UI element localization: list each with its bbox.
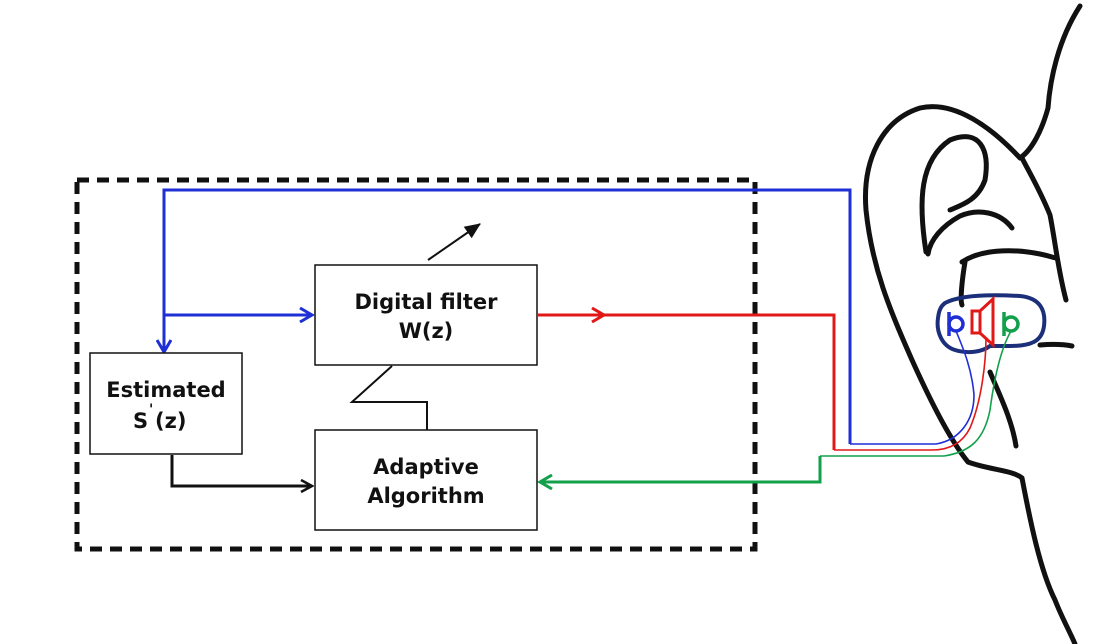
- adaptive-label: Adaptive: [373, 455, 479, 479]
- digital-filter-label: Digital filter: [355, 290, 499, 314]
- adaptive-arrow: [427, 223, 481, 261]
- error-signal-path: [540, 456, 822, 482]
- earbud-cable: [820, 330, 1012, 457]
- earbud-icon: [935, 293, 1047, 355]
- controller-boundary: [74, 177, 758, 552]
- ear-outline-icon: [862, 3, 1083, 644]
- estimated-symbol: S: [133, 409, 148, 433]
- filtered-reference-path: [170, 455, 312, 486]
- estimated-label: Estimated: [106, 378, 225, 402]
- estimated-transfer: (z): [155, 409, 186, 433]
- output-signal-path: [538, 315, 836, 450]
- speaker-icon: [970, 295, 995, 349]
- digital-filter-block: Digital filter W(z): [314, 264, 538, 366]
- estimated-prime: ': [149, 402, 153, 418]
- estimated-path-block: Estimated S ' (z): [89, 352, 243, 455]
- adaptation-path: [349, 365, 428, 430]
- digital-filter-transfer: W(z): [399, 319, 454, 343]
- reference-signal-path: [164, 188, 852, 444]
- algorithm-label: Algorithm: [367, 484, 484, 508]
- adaptive-algorithm-block: Adaptive Algorithm: [314, 429, 538, 531]
